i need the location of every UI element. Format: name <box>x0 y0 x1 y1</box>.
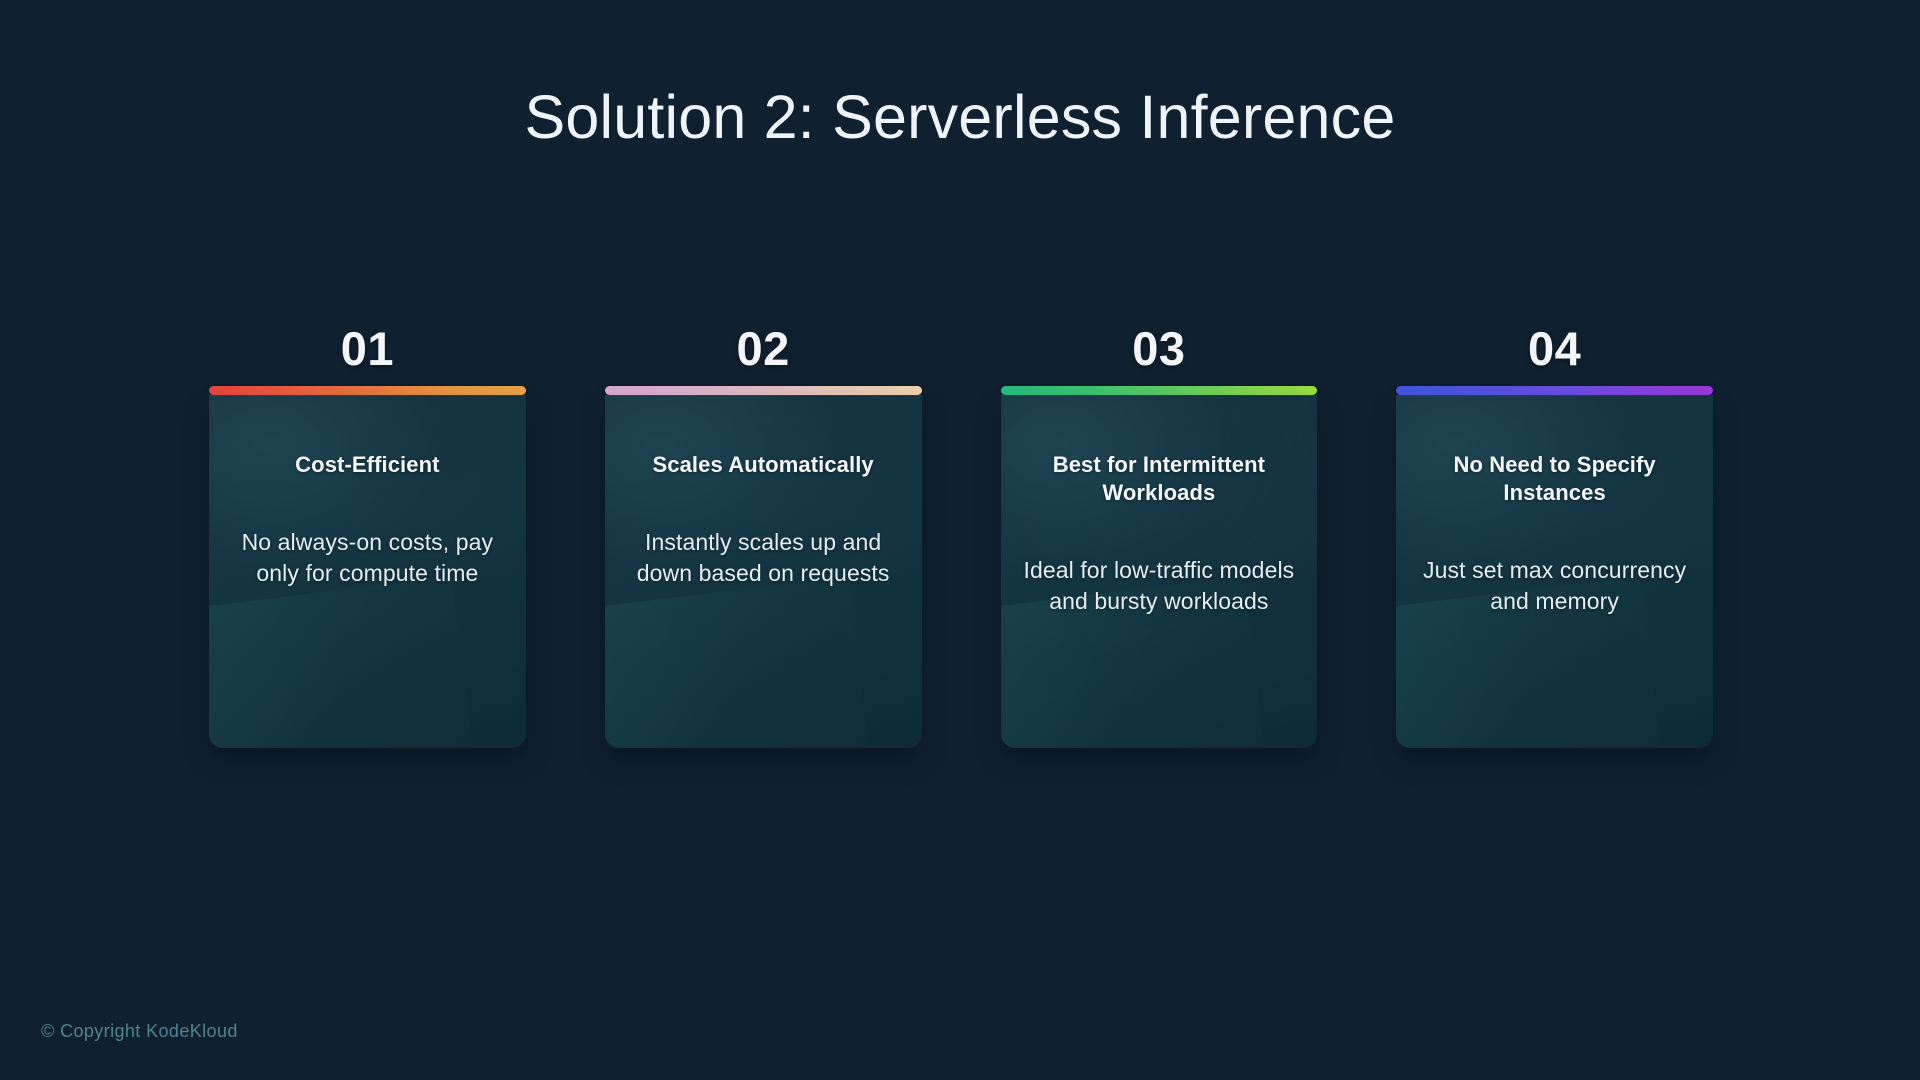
card-number-03: 03 <box>1132 322 1186 375</box>
card-heading-02: Scales Automatically <box>652 452 874 477</box>
card-body-01: Cost-Efficient No always-on costs, pay o… <box>209 395 526 748</box>
card-number-02: 02 <box>736 322 790 375</box>
card-description-03: Ideal for low-traffic models and bursty … <box>1023 557 1295 614</box>
card-heading-04: No Need to Specify Instances <box>1453 452 1656 506</box>
card-accent-bar-02 <box>604 386 922 395</box>
footer-copyright: © Copyright KodeKloud <box>41 1021 238 1041</box>
feature-card-03[interactable]: 03 Best for Intermittent Workloads Ideal… <box>1000 322 1318 748</box>
card-body-04: No Need to Specify Instances Just set ma… <box>1396 395 1713 748</box>
card-description-02: Instantly scales up and down based on re… <box>636 529 890 586</box>
card-heading-01: Cost-Efficient <box>295 452 440 477</box>
feature-card-04[interactable]: 04 No Need to Specify Instances Just set… <box>1396 325 1713 748</box>
card-body-03: Best for Intermittent Workloads Ideal fo… <box>1001 395 1318 748</box>
card-accent-bar-04 <box>1396 386 1713 395</box>
feature-cards-row: 01 Cost-Efficient No always-on costs, pa… <box>209 325 1713 748</box>
feature-card-02[interactable]: 02 Scales Automatically Instantly scales… <box>604 322 922 748</box>
card-number-04: 04 <box>1527 322 1582 375</box>
card-accent-bar-03 <box>1000 386 1318 395</box>
card-description-01: No always-on costs, pay only for compute… <box>241 529 494 586</box>
page-title: Solution 2: Serverless Inference <box>524 83 1396 151</box>
card-accent-bar-01 <box>209 386 526 395</box>
card-number-01: 01 <box>340 322 395 375</box>
card-body-02: Scales Automatically Instantly scales up… <box>605 395 922 748</box>
feature-card-01[interactable]: 01 Cost-Efficient No always-on costs, pa… <box>209 325 526 748</box>
card-heading-03: Best for Intermittent Workloads <box>1052 452 1266 506</box>
card-description-04: Just set max concurrency and memory <box>1423 557 1687 614</box>
